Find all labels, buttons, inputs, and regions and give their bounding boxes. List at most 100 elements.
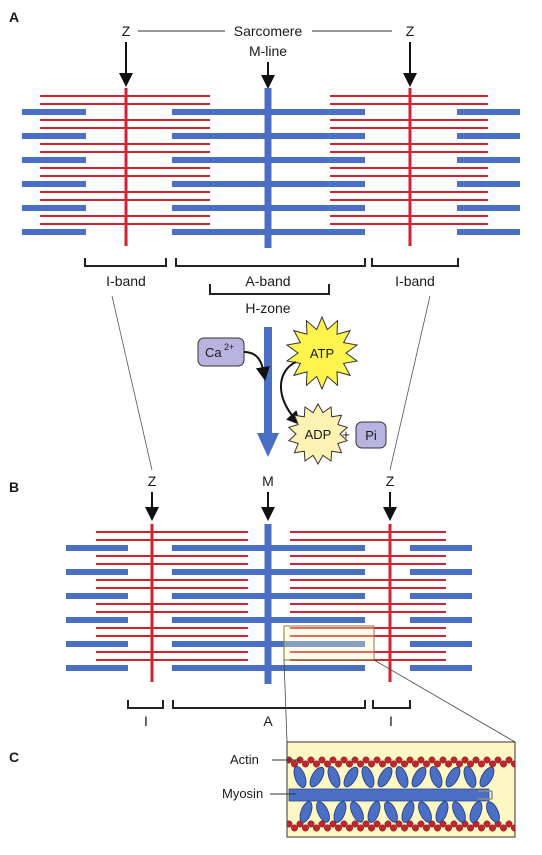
z-line-label-left: Z (122, 23, 131, 39)
m-line-label-contracted: M (262, 473, 274, 489)
actin-bead (373, 820, 381, 828)
actin-bead (384, 820, 392, 828)
actin-bead (373, 756, 381, 764)
myosin-head (299, 801, 313, 823)
actin-bead (423, 760, 430, 768)
calcium-symbol: Ca (205, 345, 222, 360)
actin-bead (287, 820, 293, 828)
actin-bead (428, 756, 436, 764)
myosin-head (327, 766, 341, 788)
calcium-charge: 2+ (224, 342, 234, 352)
guide-line-left (111, 295, 153, 471)
myosin-head (361, 766, 375, 788)
plus-sign: + (342, 427, 350, 442)
actin-bead (505, 756, 513, 764)
actin-bead (445, 824, 452, 832)
myosin-head (377, 766, 393, 788)
actin-bead (434, 760, 441, 768)
actin-bead (456, 824, 463, 832)
h-zone-label: H-zone (245, 300, 290, 316)
actin-bead (335, 760, 342, 768)
actin-bead (439, 756, 447, 764)
actin-bead (406, 820, 414, 828)
actin-bead (450, 756, 458, 764)
myosin-head (411, 766, 427, 788)
actin-bead (511, 824, 515, 832)
actin-bead (505, 820, 513, 828)
zoom-region-highlight (283, 625, 375, 661)
contraction-arrow (257, 327, 279, 457)
actin-bead (478, 824, 485, 832)
actin-bead (434, 824, 441, 832)
i-bracket-left-contracted (127, 700, 164, 709)
i-band-label-right: I-band (395, 273, 435, 289)
actin-bead (329, 820, 337, 828)
actin-bead (302, 824, 309, 832)
panel-c-label: C (9, 749, 19, 765)
actin-bead (483, 756, 491, 764)
actin-bead (346, 824, 353, 832)
myosin-head (367, 801, 381, 823)
sarcomere-label: Sarcomere (234, 23, 303, 39)
panel-b-label: B (9, 479, 19, 495)
myosin-head (479, 766, 495, 788)
myosin-head (343, 766, 359, 788)
a-label-contracted: A (263, 713, 273, 729)
actin-bead (329, 756, 337, 764)
actin-bead (500, 824, 507, 832)
actin-bead (412, 760, 419, 768)
myosin-head (395, 766, 409, 788)
myosin-head (316, 801, 330, 823)
myosin-head (469, 801, 483, 823)
relaxed-sarcomere (22, 88, 520, 248)
myosin-head (293, 766, 307, 788)
actin-bead (423, 824, 430, 832)
actin-bead (368, 824, 375, 832)
actin-bead (362, 820, 370, 828)
adp-starburst (287, 402, 349, 466)
actin-bead (489, 824, 496, 832)
myosin-head (445, 766, 461, 788)
actin-bead (456, 760, 463, 768)
phosphate-label: Pi (365, 428, 377, 443)
actin-bead (318, 820, 326, 828)
actin-bead (417, 756, 425, 764)
actin-bead (401, 760, 408, 768)
a-band-bracket (175, 258, 366, 267)
actin-bead (445, 760, 452, 768)
actin-bead (313, 760, 320, 768)
myosin-head (333, 801, 347, 823)
actin-bead (291, 760, 298, 768)
phosphate-badge (355, 421, 387, 449)
actin-bead (428, 820, 436, 828)
actin-bead (379, 824, 386, 832)
actin-bead (489, 760, 496, 768)
calcium-arrow (243, 351, 270, 381)
actin-bead (357, 760, 364, 768)
actin-bead (340, 820, 348, 828)
actin-bead (412, 824, 419, 832)
myosin-head (384, 801, 398, 823)
actin-bead (324, 760, 331, 768)
actin-bead (450, 820, 458, 828)
z-line-label-right: Z (406, 23, 415, 39)
actin-bead (318, 756, 326, 764)
actin-bead (395, 820, 403, 828)
zoom-guide-left (283, 659, 288, 743)
myosin-head (452, 801, 466, 823)
z-line-label-right-contracted: Z (386, 473, 395, 489)
i-band-bracket-right (371, 258, 459, 267)
a-bracket-contracted (172, 700, 366, 709)
actin-bead (313, 824, 320, 832)
actin-bead (379, 760, 386, 768)
i-band-label-left: I-band (106, 273, 146, 289)
actin-label: Actin (230, 752, 259, 767)
actin-myosin-detail (287, 756, 515, 832)
a-band-label: A-band (245, 273, 290, 289)
actin-bead (500, 760, 507, 768)
actin-bead (395, 756, 403, 764)
myosin-head (401, 801, 415, 823)
myosin-head (309, 766, 325, 788)
